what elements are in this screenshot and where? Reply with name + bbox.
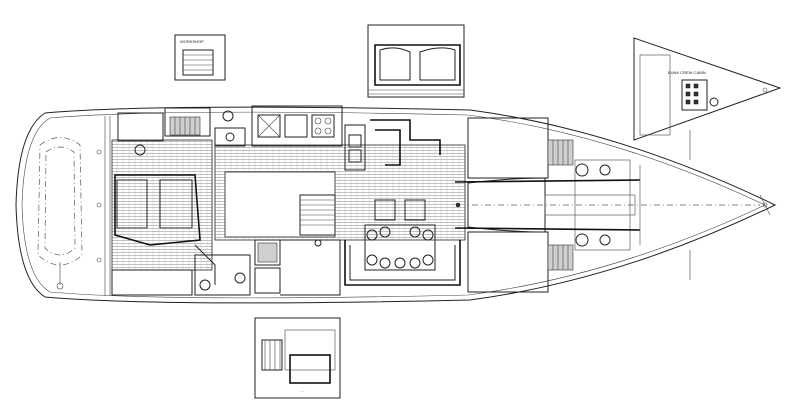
bottom-inset: .... — [254, 317, 341, 399]
tender-dinghy — [37, 137, 102, 290]
bunk-crew-cabin-inset: BUNK CREW CABIN — [633, 37, 782, 141]
forward-cabins — [454, 117, 641, 293]
workshop-inset: WORKSHOP — [174, 34, 226, 81]
aft-cabin-bottom — [111, 239, 341, 296]
workshop-label: WORKSHOP — [180, 39, 204, 44]
bottom-inset-note: .... — [300, 388, 304, 393]
aft-cabin-top — [117, 107, 246, 147]
bow-marks — [689, 130, 771, 280]
salon-floor — [214, 144, 466, 241]
cockpit-inset-top — [367, 24, 465, 98]
bunk-cabin-label: BUNK CREW CABIN — [668, 70, 706, 75]
hull-outline — [15, 106, 777, 304]
dining-area — [344, 199, 461, 286]
galley — [251, 105, 441, 171]
cockpit — [111, 139, 216, 285]
